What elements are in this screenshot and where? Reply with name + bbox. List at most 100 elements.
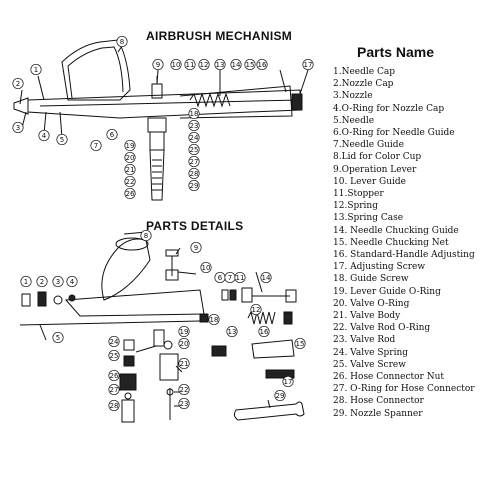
callout-number: 25 [110,352,119,360]
mechanism-title: AIRBRUSH MECHANISM [146,29,293,43]
callout-circle [20,275,32,288]
callout-number: 4 [70,278,75,286]
callout-number: 10 [202,264,211,272]
mechanism-drawing [13,39,309,201]
callout-number: 5 [60,136,64,144]
callout-circle [188,107,200,120]
callout-number: 23 [180,400,189,408]
callout-number: 22 [126,178,135,186]
callout-circle [106,128,118,141]
parts-list-item: 5.Needle [333,115,375,126]
parts-list-item: 4.O-Ring for Nozzle Cap [333,103,445,114]
callout-number: 26 [110,372,119,380]
callout-circle [108,383,120,396]
callout-circle [116,35,128,48]
callout-circle [188,119,200,132]
callout-circle [108,349,120,362]
parts-list-item: 14. Needle Chucking Guide [333,225,459,236]
callout-number: 25 [190,146,199,154]
callout-circle [256,58,268,71]
parts-list-item: 24. Valve Spring [333,347,409,358]
callout-number: 1 [34,66,38,74]
parts-list-item: 16. Standard-Handle Adjusting [333,250,475,261]
callout-number: 6 [110,131,115,139]
callout-number: 12 [252,306,261,314]
callout-number: 9 [156,61,160,69]
callout-number: 4 [42,132,47,140]
callout-number: 8 [120,38,124,46]
callout-circle [200,261,212,274]
callout-circle [188,131,200,144]
callout-circle [12,77,24,90]
callout-number: 11 [186,61,195,69]
parts-list-item: 13.Spring Case [333,213,404,224]
parts-details-title: PARTS DETAILS [146,219,244,233]
callout-circle [124,175,136,188]
callout-number: 10 [172,61,181,69]
callout-number: 24 [190,134,199,142]
details-drawing [19,231,305,423]
parts-list-item: 8.Lid for Color Cup [333,152,422,163]
parts-list-item: 23. Valve Rod [333,335,396,346]
callout-circle [188,179,200,192]
callout-circle [56,133,68,146]
callout-number: 18 [190,110,199,118]
callout-number: 2 [16,80,20,88]
parts-list-item: 1.Needle Cap [333,67,395,77]
callout-number: 3 [16,124,20,132]
parts-list-item: 20. Valve O-Ring [333,298,410,309]
callout-circle [178,383,190,396]
callout-number: 22 [180,386,189,394]
callout-circle [178,337,190,350]
callout-circle [108,335,120,348]
callout-circle [274,389,286,402]
callout-circle [188,155,200,168]
callout-circle [52,275,64,288]
callout-circle [178,397,190,410]
callout-circle [184,58,196,71]
callout-number: 15 [246,61,255,69]
parts-list-item: 25. Valve Screw [333,359,406,370]
parts-list-item: 12.Spring [333,201,378,212]
callout-number: 3 [56,278,60,286]
callout-number: 20 [126,154,135,162]
callout-circle [282,375,294,388]
callout-number: 20 [180,340,189,348]
callout-number: 13 [216,61,225,69]
callout-circle [170,58,182,71]
callout-circle [258,325,270,338]
callout-number: 17 [284,378,293,386]
callout-circle [190,241,202,254]
parts-list-item: 29. Nozzle Spanner [333,408,423,419]
callout-circle [108,399,120,412]
callout-number: 29 [276,392,285,400]
parts-list-item: 28. Hose Connector [333,396,424,407]
callout-number: 29 [190,182,199,190]
callout-circle [198,58,210,71]
parts-list-item: 3.Nozzle [333,91,373,102]
callout-number: 6 [218,274,223,282]
callout-circle [244,58,256,71]
callout-circle [302,58,314,71]
callout-circle [188,143,200,156]
callout-circle [208,313,220,326]
callout-number: 11 [236,274,245,282]
callout-circle [12,121,24,134]
callout-circle [124,151,136,164]
parts-list-item: 19. Lever Guide O-Ring [333,286,441,297]
callout-circle [294,337,306,350]
parts-name-title: Parts Name [357,44,435,60]
parts-list-item: 18. Guide Screw [333,274,409,285]
parts-list-item: 15. Needle Chucking Net [333,237,449,248]
callout-circle [178,325,190,338]
callout-circle [226,325,238,338]
callout-circle [30,63,42,76]
callout-number: 19 [180,328,189,336]
callout-circle [140,229,152,242]
parts-list-item: 11.Stopper [333,189,384,200]
callout-number: 21 [180,360,189,368]
parts-list-item: 17. Adjusting Screw [333,262,426,273]
parts-list-item: 27. O-Ring for Hose Connector [333,384,475,395]
callout-number: 26 [126,190,135,198]
